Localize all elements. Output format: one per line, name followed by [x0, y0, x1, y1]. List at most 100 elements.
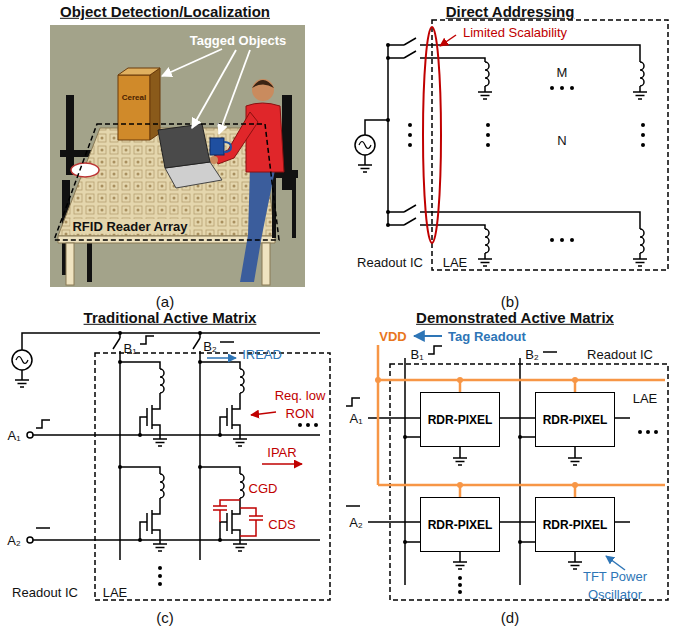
label-box: (a)	[156, 293, 174, 311]
label-text: B₂	[525, 347, 539, 362]
label-text: A₂	[349, 515, 363, 530]
ground-symbol	[568, 562, 582, 569]
ellipsis-dots	[158, 566, 162, 570]
transistor-symbol	[138, 502, 160, 544]
ellipsis-dots	[641, 143, 645, 147]
ellipsis-dots	[654, 430, 658, 434]
wire	[22, 333, 320, 380]
label-text: Readout IC	[12, 585, 78, 600]
terminal	[27, 432, 33, 438]
label-box: Req. low RON	[273, 386, 327, 423]
ellipsis-dots	[560, 238, 564, 242]
pixel-box: RDR-PIXEL	[420, 392, 500, 447]
label-box: Cereal	[122, 86, 146, 104]
ellipsis-dots	[641, 123, 645, 127]
label-text: TFT Power Oscillator	[583, 569, 647, 602]
label-box: N	[557, 131, 566, 149]
callout-arrow	[440, 35, 456, 46]
label-text: Direct Addressing	[446, 3, 575, 20]
junction-dot	[118, 331, 122, 335]
demonstrated-matrix-circuit	[346, 336, 668, 600]
label-text: RFID Reader Array	[70, 219, 189, 234]
inductor-symbol	[485, 62, 489, 86]
source-symbol	[12, 350, 32, 370]
pixel-label: RDR-PIXEL	[428, 413, 493, 427]
wire	[120, 362, 240, 502]
label-box: A₂	[7, 531, 21, 549]
label-box: Direct Addressing	[446, 3, 575, 21]
ellipsis-dots	[570, 86, 574, 90]
callout-arrow	[414, 335, 442, 337]
callout-arrow	[219, 50, 250, 134]
label-box: B₂	[203, 337, 217, 355]
junction-dot	[518, 540, 522, 544]
label-text: Req. low RON	[275, 388, 326, 421]
ellipsis-dots	[458, 576, 462, 580]
pixel-label: RDR-PIXEL	[428, 518, 493, 532]
ground-symbol	[153, 439, 167, 446]
callout-arrow	[251, 412, 276, 415]
label-box: RFID Reader Array	[70, 217, 189, 235]
ground-symbol	[453, 458, 467, 465]
transistor-symbol	[218, 502, 240, 544]
junction-dot	[118, 465, 122, 469]
ground-symbol	[633, 92, 647, 99]
ground-symbol	[633, 259, 647, 266]
label-text: B₂	[203, 339, 217, 354]
label-box: B₁	[123, 339, 136, 357]
pixel-box: RDR-PIXEL	[535, 497, 615, 552]
junction-dot	[518, 435, 522, 439]
label-box: LAE	[443, 253, 468, 271]
junction-dot	[386, 43, 390, 227]
ground-symbol	[358, 165, 372, 172]
callout-arrow	[162, 49, 222, 76]
label-text: Object Detection/Localization	[60, 3, 270, 20]
label-box: Readout IC	[12, 583, 78, 601]
inductor-symbol	[240, 474, 244, 498]
label-box: Object Detection/Localization	[60, 3, 270, 21]
transistor-symbol	[218, 397, 240, 439]
label-box: Tag Readout	[448, 327, 526, 345]
label-text: (a)	[156, 293, 174, 310]
junction-dot	[386, 118, 390, 122]
laptop	[158, 124, 210, 168]
label-text: Tag Readout	[448, 329, 526, 344]
callout-arrow	[606, 556, 625, 570]
label-text: Cereal	[122, 93, 146, 102]
label-box: VDD	[379, 327, 406, 345]
inductor-symbol	[160, 474, 164, 498]
supply-wire	[378, 345, 665, 497]
source-symbol	[355, 135, 375, 155]
label-text: B₁	[410, 347, 423, 362]
ellipsis-dots	[314, 423, 318, 427]
junction-dot	[457, 482, 463, 488]
junction-dot	[572, 482, 578, 488]
label-box: CGD	[249, 479, 278, 497]
column-wire	[405, 358, 535, 585]
terminal	[27, 537, 33, 543]
pulse-symbol	[36, 420, 50, 428]
label-text: IPAR	[267, 445, 296, 460]
label-box: M	[557, 63, 568, 81]
column-wire	[193, 333, 200, 560]
current-arrow	[207, 357, 236, 359]
traditional-matrix-circuit	[12, 331, 330, 600]
wire	[485, 86, 640, 259]
ellipsis-dots	[560, 86, 564, 90]
column-wire	[113, 333, 120, 560]
junction-dot	[386, 223, 390, 227]
junction-dot	[386, 210, 390, 214]
inductor-symbol	[240, 369, 244, 393]
label-box: Limited Scalability	[463, 23, 567, 41]
label-text: M	[557, 65, 568, 80]
cereal-box	[150, 68, 160, 140]
ground-symbol	[478, 259, 492, 266]
ellipsis-dots	[408, 86, 645, 242]
junction-dot	[386, 43, 390, 47]
direct-addressing-circuit	[355, 20, 668, 270]
person-legs	[240, 168, 275, 282]
cereal-box	[118, 68, 160, 75]
ground-symbol	[153, 544, 167, 551]
pixel-box: RDR-PIXEL	[420, 497, 500, 552]
